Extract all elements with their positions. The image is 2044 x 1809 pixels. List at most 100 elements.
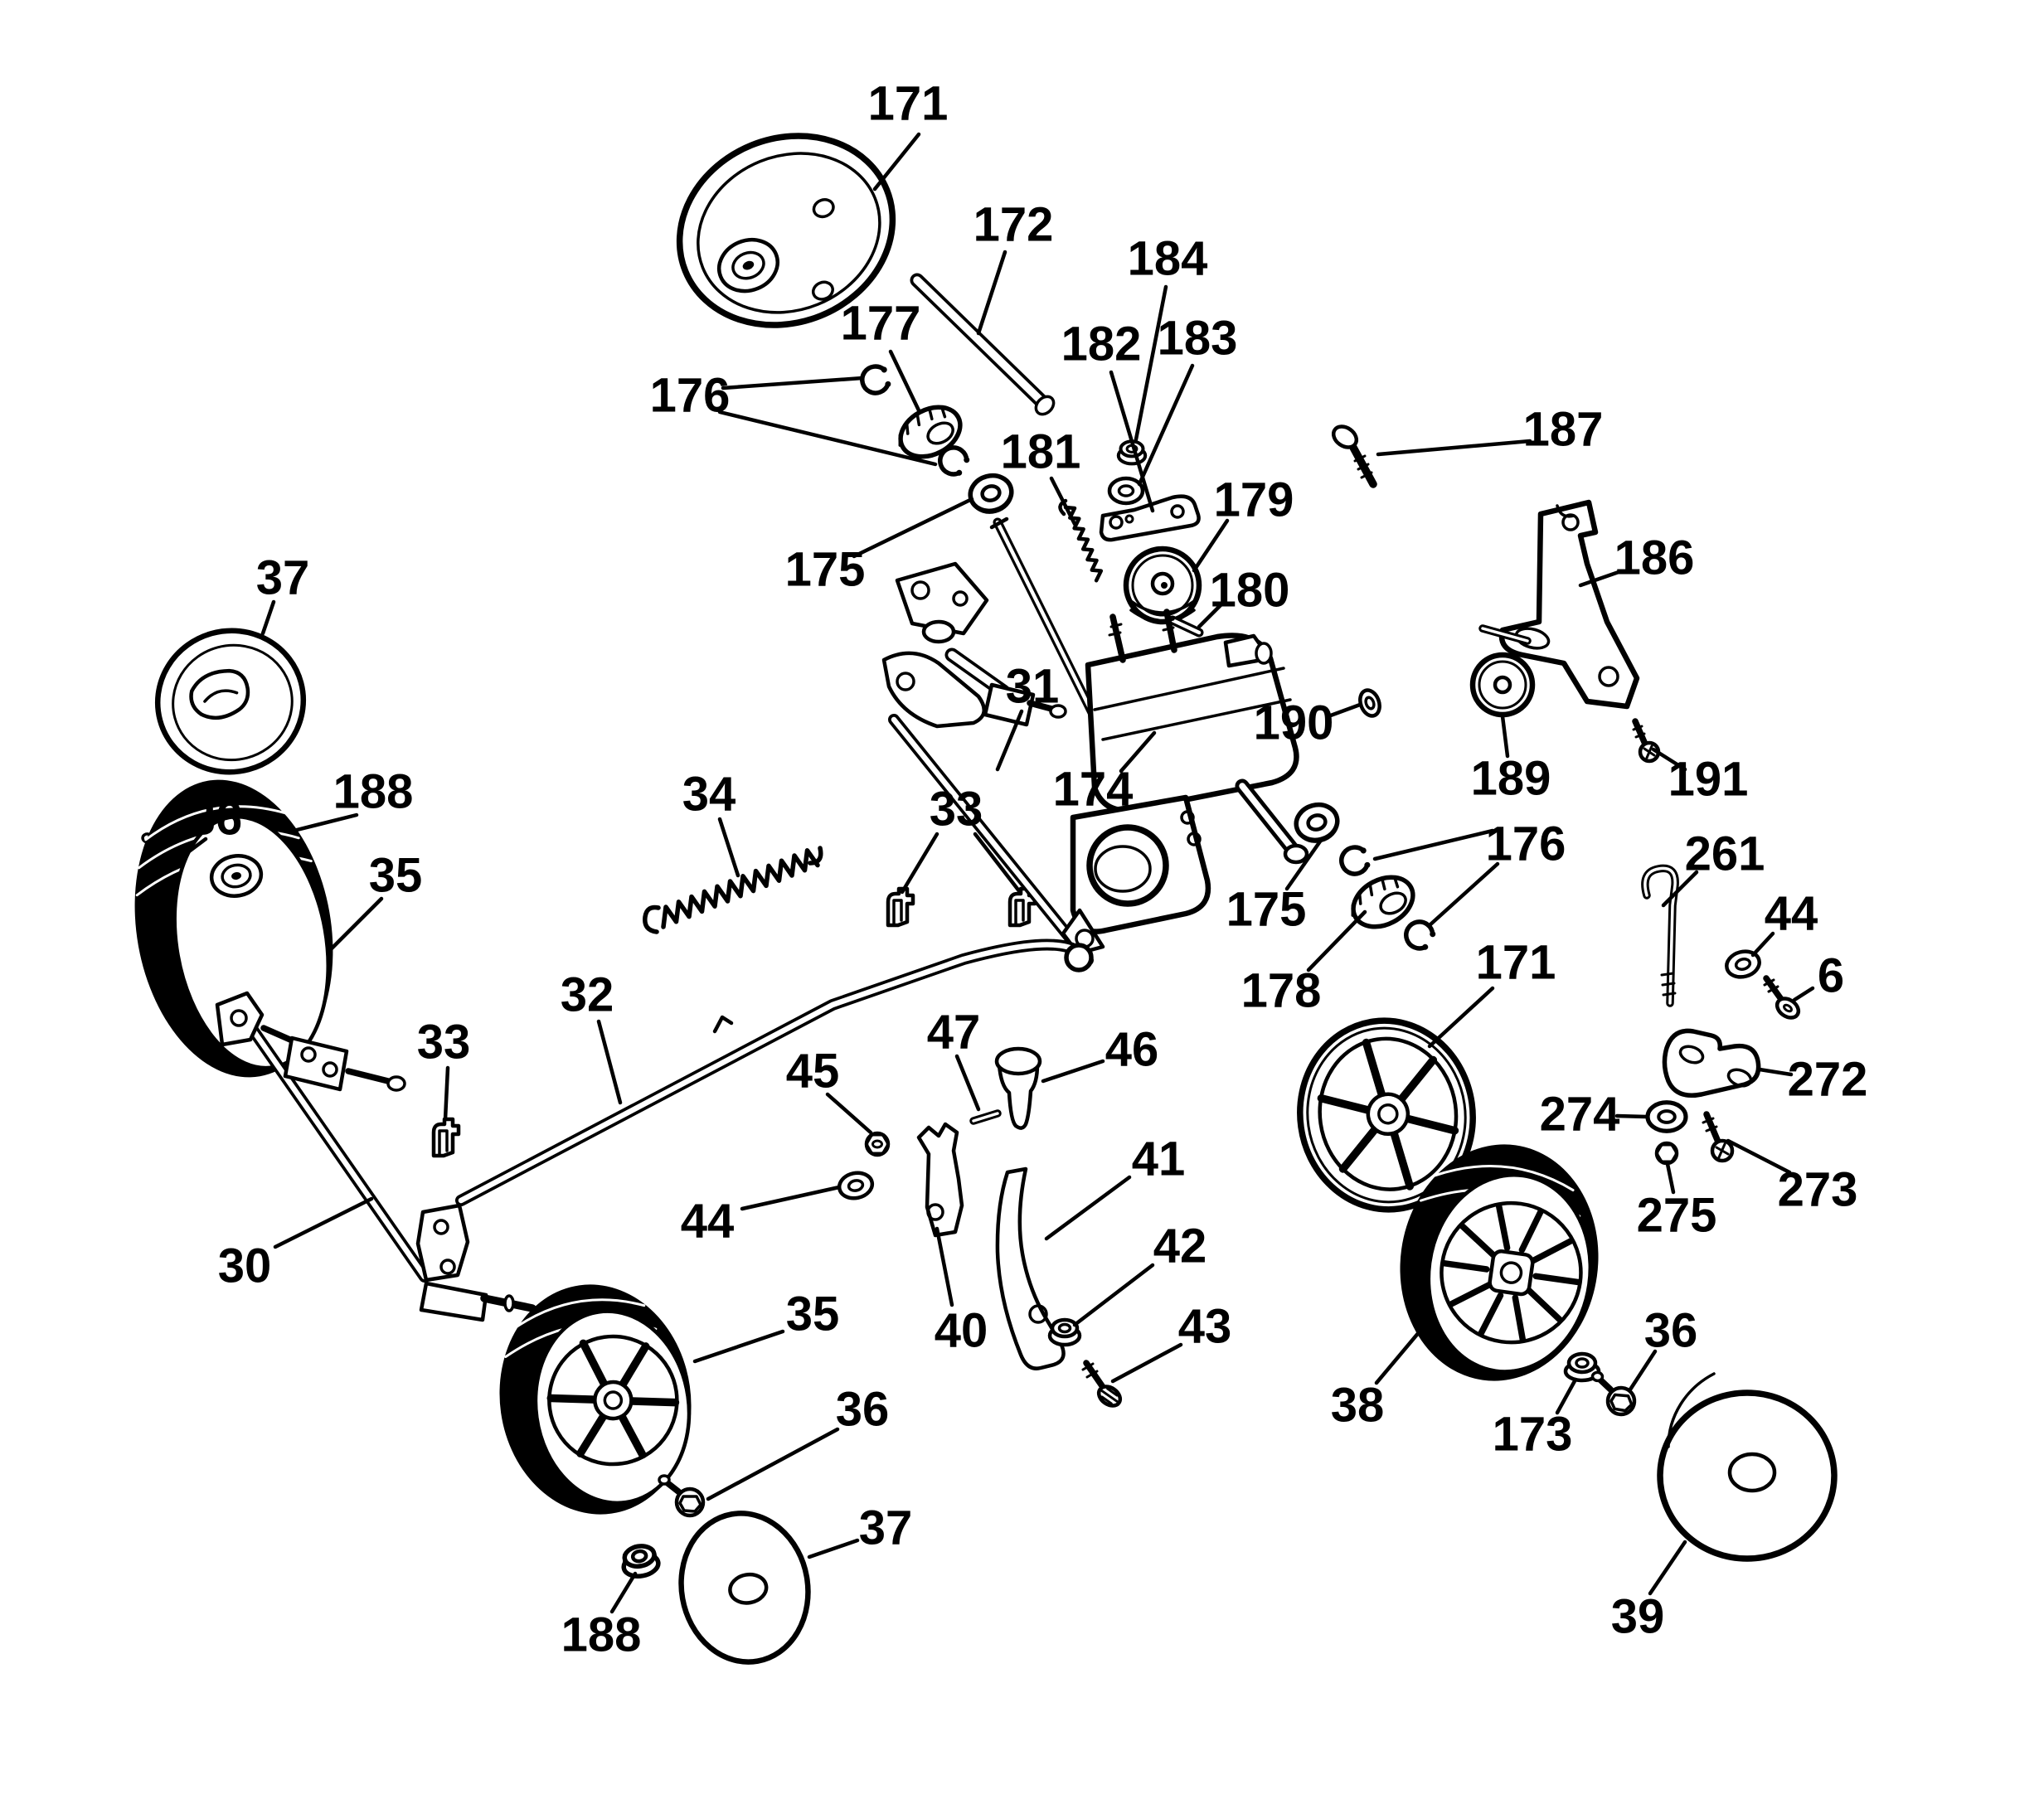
leader-180-pin [1197, 601, 1225, 629]
leader-35-wheel-left [328, 896, 384, 953]
callout-273-screw: 273 [1778, 1163, 1858, 1217]
callout-43-bolt: 43 [1178, 1300, 1232, 1354]
callout-181-spring: 181 [1001, 425, 1081, 479]
callout-31-rod: 31 [1006, 660, 1060, 714]
leader-182-bracket-arm [1109, 370, 1155, 513]
callout-182-bracket-arm: 182 [1061, 318, 1142, 371]
spring-34 [643, 846, 823, 934]
leader-176-retaining-rings-lower [1427, 861, 1500, 928]
gearbox-174 [1085, 609, 1309, 865]
callout-183-washer: 183 [1158, 312, 1238, 366]
callout-44-washer-center: 44 [681, 1195, 735, 1249]
leader-36-bolt-bottom [706, 1427, 840, 1501]
leader-181-spring [1049, 476, 1077, 526]
j-rod-261 [1641, 864, 1679, 1007]
bolt-36-right [1590, 1372, 1637, 1415]
callout-191-screw: 191 [1668, 753, 1749, 807]
pin-180 [1168, 615, 1204, 638]
callout-173-nut: 173 [1493, 1408, 1573, 1462]
leader-32-bar [596, 1019, 623, 1105]
callout-190-washer: 190 [1254, 696, 1334, 750]
leader-40-link [935, 1226, 954, 1307]
pivot-plate [895, 561, 989, 644]
callout-35-wheel-bottom: 35 [786, 1288, 840, 1341]
leader-173-nut [1555, 1377, 1578, 1415]
bolt-43 [1081, 1360, 1123, 1408]
leader-272-clamp [1757, 1067, 1794, 1077]
leader-42-nut [1072, 1263, 1155, 1327]
callout-188-nut-left: 188 [333, 765, 414, 819]
callout-37-cover-bottom: 37 [859, 1501, 913, 1555]
wheel-171-right [1297, 1017, 1476, 1213]
callout-34-spring: 34 [682, 768, 736, 822]
leader-46-knob [1041, 1059, 1105, 1084]
leader-176-retaining-rings-top [721, 376, 865, 390]
leader-35-wheel-bottom [692, 1329, 785, 1364]
leader-36-bolt-right [1628, 1349, 1658, 1392]
leader-179-pulley [1192, 518, 1230, 573]
cable-clamp-center-1 [888, 889, 913, 925]
axle-30 [215, 991, 536, 1322]
screw-273 [1702, 1111, 1735, 1163]
retaining-ring-top-1 [859, 363, 892, 395]
leader-184-nut [1134, 284, 1168, 442]
callout-176-retaining-rings-lower: 176 [1486, 817, 1566, 871]
leader-33-clamps-center [900, 832, 939, 895]
callout-35-wheel-left: 35 [369, 849, 423, 903]
flanged-bushing-175-lower [1292, 800, 1342, 846]
knob-46 [994, 1046, 1042, 1130]
callout-32-bar: 32 [561, 968, 614, 1022]
callout-172-shaft: 172 [973, 198, 1054, 252]
callout-46-knob: 46 [1105, 1023, 1159, 1077]
pulley-179 [1123, 546, 1202, 625]
leader-261-rod [1661, 870, 1699, 908]
leader-188-nut-bottom [609, 1571, 638, 1614]
bolt-187 [1331, 424, 1377, 488]
leader-273-screw [1726, 1138, 1792, 1175]
nut-188-bottom [620, 1544, 660, 1579]
leader-33-clamps-center [973, 832, 1022, 895]
washer-274 [1648, 1103, 1686, 1132]
callout-175-bushing-lower: 175 [1226, 883, 1307, 937]
leader-186-bracket [1578, 570, 1621, 588]
leader-34-spring [717, 817, 740, 878]
leader-175-bushing-top [852, 497, 974, 559]
callout-45-nut: 45 [786, 1045, 840, 1098]
leader-39-cover [1648, 1540, 1687, 1596]
callout-33-clamp-left: 33 [417, 1016, 471, 1069]
wheel-cover-39 [1657, 1372, 1838, 1562]
leader-37-cover-left [260, 599, 276, 636]
leader-37-cover-bottom [807, 1538, 860, 1559]
callout-261-rod: 261 [1685, 827, 1765, 881]
callout-180-pin: 180 [1210, 564, 1290, 618]
callout-184-nut: 184 [1128, 232, 1208, 286]
leader-177-bushing [888, 349, 921, 413]
leader-191-screw [1651, 747, 1687, 772]
leader-44-washer-center [740, 1185, 842, 1211]
nut-45 [864, 1131, 891, 1157]
callout-275-nut: 275 [1637, 1189, 1717, 1243]
pulley-189 [1469, 652, 1536, 718]
clamp-272 [1662, 1028, 1761, 1098]
callout-178-bushing-lower: 178 [1241, 964, 1322, 1018]
leader-175-bushing-lower [1284, 837, 1324, 891]
callout-40-link: 40 [935, 1304, 988, 1358]
bracket-186 [1478, 499, 1640, 710]
leader-171-wheel-right [1427, 986, 1495, 1049]
leader-190-washer [1326, 702, 1362, 719]
wheel-cover-bottom-37 [678, 1511, 811, 1665]
callout-189-pulley: 189 [1471, 752, 1551, 806]
callout-175-bushing-top: 175 [785, 543, 866, 597]
leader-41-lever [1044, 1175, 1132, 1241]
callout-36-bolt-right: 36 [1644, 1304, 1698, 1358]
retaining-ring-lower-1 [1338, 844, 1372, 876]
screw-6 [1763, 975, 1801, 1020]
screw-191 [1632, 718, 1661, 764]
callout-44-washer-right: 44 [1765, 887, 1818, 941]
callout-30-axle: 30 [218, 1239, 272, 1293]
spring-181 [1058, 498, 1104, 583]
leader-183-washer [1137, 363, 1195, 487]
leader-6-screw [1792, 986, 1815, 1002]
